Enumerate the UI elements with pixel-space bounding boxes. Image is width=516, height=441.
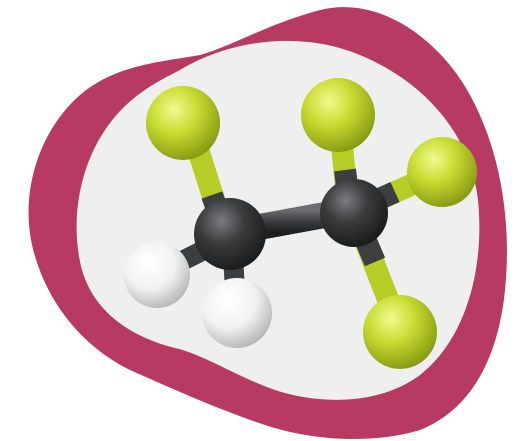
atom-group bbox=[124, 78, 477, 369]
hydrogen-atom-bottom bbox=[202, 278, 272, 348]
fluorine-atom-right bbox=[407, 137, 477, 207]
fluorine-atom-bottom-right bbox=[363, 295, 437, 369]
fluorine-atom-top-middle bbox=[301, 78, 375, 152]
carbon-atom-left bbox=[194, 198, 266, 270]
hydrogen-atom-left bbox=[124, 242, 190, 308]
carbon-atom-right bbox=[320, 179, 388, 247]
fluorine-atom-top-left bbox=[146, 86, 220, 160]
